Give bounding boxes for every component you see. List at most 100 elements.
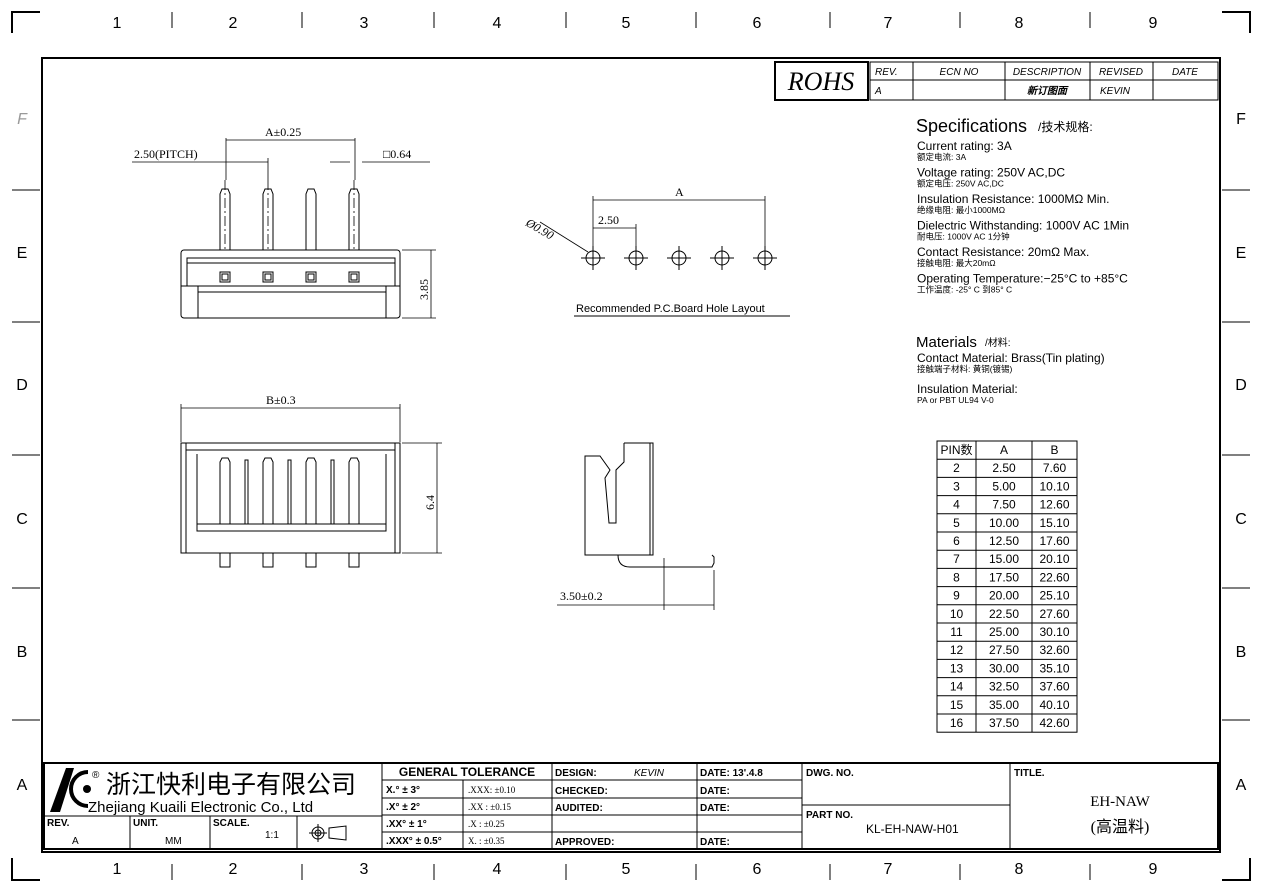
- pin-table-cell: 22.50: [989, 607, 1019, 621]
- zone-row-label: F: [1236, 111, 1246, 128]
- checked-label: CHECKED:: [555, 786, 608, 797]
- pin-table-cell: 12.50: [989, 534, 1019, 548]
- company-logo: ®: [50, 768, 100, 812]
- pin-table-cell: 16: [950, 716, 964, 730]
- material-item: Contact Material: Brass(Tin plating): [917, 351, 1105, 365]
- pin-table-cell: 10.00: [989, 516, 1019, 530]
- zone-row-label: E: [1236, 245, 1247, 262]
- materials-title: Materials: [916, 334, 977, 351]
- pin: [262, 180, 274, 283]
- pin-square-dimension: □0.64: [383, 147, 411, 161]
- pin-table-cell: 6: [953, 534, 960, 548]
- plan-view: B±0.3 6.4: [180, 393, 442, 568]
- pin: [305, 457, 335, 568]
- pin-table-cell: 7.50: [992, 498, 1016, 512]
- zone-column-label: 2: [229, 861, 238, 878]
- zone-column-label: 4: [493, 15, 502, 32]
- zone-row-label: A: [1236, 777, 1247, 794]
- title-label: TITLE.: [1014, 768, 1045, 779]
- spec-item: Voltage rating: 250V AC,DC: [917, 166, 1065, 180]
- pin-table-header-cell: A: [1000, 443, 1008, 457]
- zone-column-label: 4: [493, 861, 502, 878]
- spec-item: Operating Temperature:−25°C to +85°C: [917, 272, 1128, 286]
- tolerance-title: GENERAL TOLERANCE: [399, 765, 535, 779]
- zone-column-label: 3: [360, 15, 369, 32]
- materials-title-cn: /材料:: [985, 336, 1011, 349]
- audited-label: AUDITED:: [555, 803, 603, 814]
- zone-column-label: 9: [1149, 15, 1158, 32]
- spec-item: Contact Resistance: 20mΩ Max.: [917, 245, 1089, 259]
- pin-table-cell: 8: [953, 570, 960, 584]
- title-block: ® 浙江快利电子有限公司 Zhejiang Kuaili Electronic …: [43, 762, 1219, 850]
- pin-table-cell: 40.10: [1039, 698, 1069, 712]
- design-date: DATE: 13'.4.8: [700, 768, 763, 779]
- pin-table-cell: 7.60: [1043, 461, 1067, 475]
- pin-table-cell: 35.00: [989, 698, 1019, 712]
- b-tolerance-dimension: B±0.3: [266, 393, 296, 407]
- registered-mark: ®: [92, 770, 100, 781]
- rohs-box: ROHS: [774, 61, 869, 101]
- pin-table-header-cell: B: [1050, 443, 1058, 457]
- zone-row-label: C: [16, 511, 28, 528]
- zone-column-label: 1: [113, 15, 122, 32]
- tolerance-angle: X.° ± 3°: [386, 785, 420, 796]
- height-dimension-64: 6.4: [423, 495, 437, 510]
- spec-item-cn: 绝缘电阻: 最小1000MΩ: [917, 205, 1005, 215]
- specs-title: Specifications: [916, 116, 1027, 136]
- pin-table-cell: 30.10: [1039, 625, 1069, 639]
- spec-item: Insulation Resistance: 1000MΩ Min.: [917, 192, 1109, 206]
- pin-table-cell: 13: [950, 661, 964, 675]
- pin: [262, 457, 292, 568]
- pin-table-cell: 9: [953, 589, 960, 603]
- hole-diameter-dimension: Ø0.90: [523, 215, 557, 242]
- pin-table-cell: 37.60: [1039, 680, 1069, 694]
- tolerance-linear: X. : ±0.35: [468, 836, 505, 846]
- pcb-hole-layout: A 2.50 Ø0.90 Recommended P.C.Board Hole …: [523, 185, 790, 317]
- zone-row-label: D: [16, 377, 28, 394]
- revision-block: REV. ECN NO DESCRIPTION REVISED DATE A 新…: [869, 61, 1219, 101]
- pin-table-cell: 5: [953, 516, 960, 530]
- pin-table-cell: 2: [953, 461, 960, 475]
- height-dimension-385: 3.85: [417, 279, 431, 300]
- title-value-cn: (高温料): [1091, 818, 1150, 836]
- design-value: KEVIN: [634, 768, 665, 779]
- pin-table-cell: 35.10: [1039, 661, 1069, 675]
- spec-item-cn: 工作温度: -25° C 到85° C: [917, 285, 1012, 295]
- part-no-label: PART NO.: [806, 810, 853, 821]
- scale-label: SCALE.: [213, 818, 250, 829]
- pin-table-cell: 3: [953, 479, 960, 493]
- description-header: DESCRIPTION: [1013, 67, 1082, 78]
- hole-pitch-dimension: 2.50: [598, 213, 619, 227]
- rev-value: A: [874, 86, 882, 97]
- pin-table-cell: 25.00: [989, 625, 1019, 639]
- front-view: 2.50(PITCH) A±0.25 □0.64 3.85: [132, 125, 436, 319]
- scale-value: 1:1: [265, 830, 279, 841]
- company-name-cn: 浙江快利电子有限公司: [106, 771, 356, 799]
- zone-column-label: 8: [1015, 15, 1024, 32]
- pin-table-cell: 20.00: [989, 589, 1019, 603]
- spec-item-cn: 额定电压: 250V AC,DC: [917, 179, 1004, 189]
- checked-date-label: DATE:: [700, 786, 730, 797]
- zone-row-label: A: [17, 777, 28, 794]
- spec-item: Current rating: 3A: [917, 139, 1012, 153]
- zone-row-label: C: [1235, 511, 1247, 528]
- ecn-header: ECN NO: [940, 67, 979, 78]
- zone-row-label: D: [1235, 377, 1247, 394]
- revised-value: KEVIN: [1100, 86, 1131, 97]
- pin-table-cell: 2.50: [992, 461, 1016, 475]
- zone-column-label: 9: [1149, 861, 1158, 878]
- a-tolerance-dimension: A±0.25: [265, 125, 301, 139]
